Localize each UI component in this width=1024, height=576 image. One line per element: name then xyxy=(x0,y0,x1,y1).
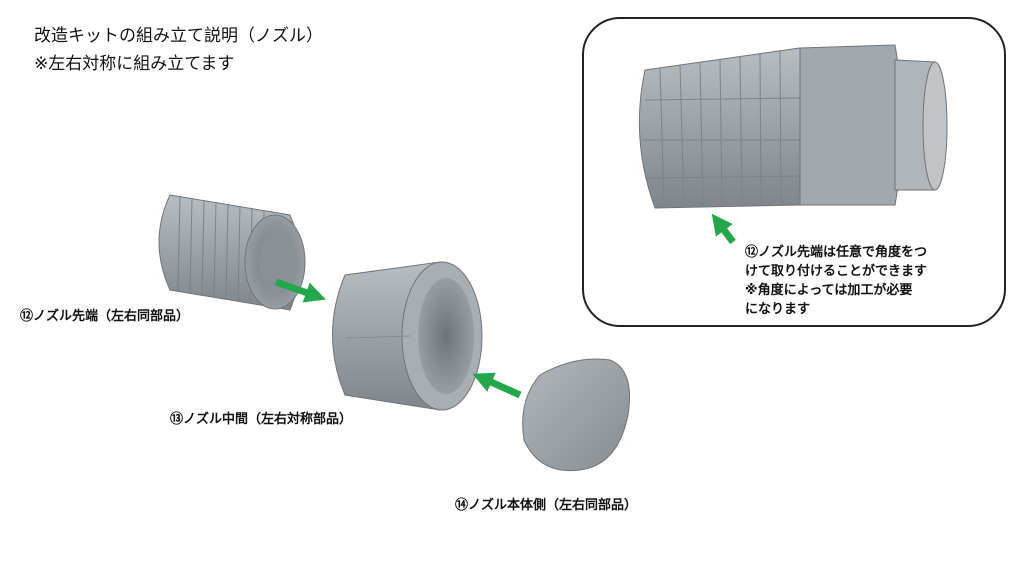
page-title: 改造キットの組み立て説明（ノズル） ※左右対称に組み立てます xyxy=(34,22,323,78)
arrow-inset-pointer xyxy=(711,213,736,245)
arrow-12-to-13 xyxy=(274,278,326,303)
label-part-12: ⑫ノズル先端（左右同部品） xyxy=(20,309,190,324)
label-part-13: ⑬ノズル中間（左右対称部品） xyxy=(170,412,353,427)
inset-assembled-nozzle xyxy=(638,44,948,209)
title-line-2: ※左右対称に組み立てます xyxy=(34,54,235,74)
arrow-14-to-13 xyxy=(472,372,522,399)
part-14-nozzle-body-side xyxy=(522,358,631,472)
part-13-nozzle-middle xyxy=(332,261,483,411)
part-12-nozzle-tip xyxy=(158,194,306,311)
inset-note-line-4: になります xyxy=(745,302,811,317)
inset-note-line-3: ※角度によっては加工が必要 xyxy=(745,283,913,298)
title-line-1: 改造キットの組み立て説明（ノズル） xyxy=(34,26,323,46)
inset-note-line-2: けて取り付けることができます xyxy=(745,264,928,279)
label-part-14: ⑭ノズル本体側（左右同部品） xyxy=(455,498,638,513)
inset-note: ⑫ノズル先端は任意で角度をつ けて取り付けることができます ※角度によっては加工… xyxy=(745,243,927,319)
inset-note-line-1: ⑫ノズル先端は任意で角度をつ xyxy=(745,245,928,260)
